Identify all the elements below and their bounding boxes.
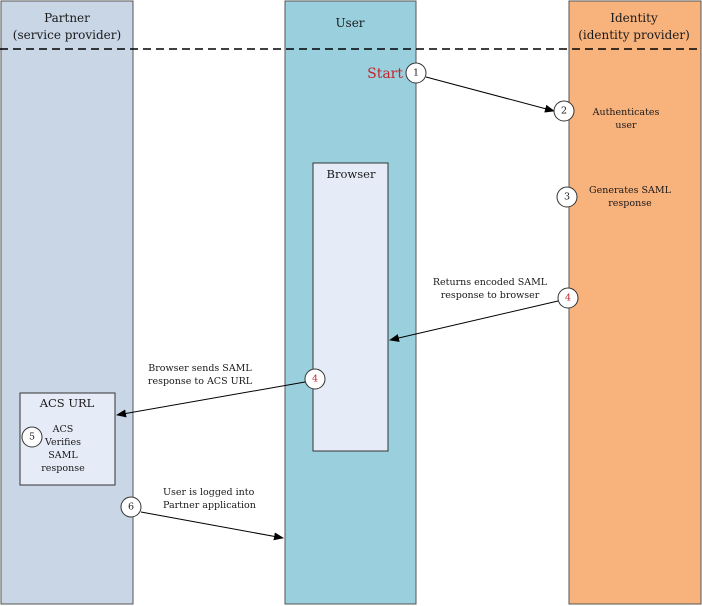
step-2-text-line-1: Authenticates (592, 107, 660, 118)
step-4b-text-line-1: Browser sends SAML (148, 363, 252, 374)
step-4a-text-line-2: response to browser (441, 290, 540, 301)
step-4a-number: 4 (565, 293, 571, 304)
acs-text-line-1: ACS (52, 424, 74, 435)
step-4b-number: 4 (312, 374, 318, 385)
step-2-text-line-2: user (615, 120, 637, 131)
acs-text-line-4: response (41, 463, 85, 474)
step-3-number: 3 (564, 192, 570, 203)
browser-title: Browser (327, 167, 376, 181)
step-2-number: 2 (561, 106, 567, 117)
arrow-browser-to-acs (116, 381, 306, 418)
step-4a-text-line-1: Returns encoded SAML (433, 277, 548, 288)
arrow-identity-to-browser (389, 300, 559, 342)
arrow-start-to-authenticate (425, 76, 555, 113)
step-5-circle (21, 426, 43, 448)
acs-text-line-2: Verifies (44, 437, 81, 448)
acs-text-line-3: SAML (48, 450, 78, 461)
step-3-circle (556, 186, 578, 208)
arrow-partner-to-user (140, 511, 284, 541)
browser-box (312, 162, 389, 452)
acs-url-title: ACS URL (39, 396, 95, 410)
step-5-number: 5 (29, 432, 35, 443)
step-6-text-line-2: Partner application (163, 500, 256, 511)
partner-lane (0, 0, 134, 605)
step-3-text-line-1: Generates SAML (589, 185, 672, 196)
step-4a-circle (557, 287, 579, 309)
step-1-circle (405, 62, 427, 84)
step-1-number: 1 (413, 68, 419, 79)
partner-lane-title: Partner (44, 11, 90, 25)
step-6-circle (120, 496, 142, 518)
identity-lane-subtitle: (identity provider) (578, 28, 690, 42)
identity-lane (568, 0, 702, 605)
identity-lane-title: Identity (610, 11, 658, 25)
start-label: Start (367, 66, 403, 82)
step-4b-text-line-2: response to ACS URL (148, 376, 253, 387)
partner-lane-subtitle: (service provider) (13, 28, 121, 42)
step-3-text-line-2: response (608, 198, 652, 209)
user-lane-title: User (335, 16, 364, 30)
step-6-text-line-1: User is logged into (163, 487, 255, 498)
step-6-number: 6 (128, 502, 134, 513)
step-4b-circle (304, 368, 326, 390)
step-2-circle (553, 100, 575, 122)
